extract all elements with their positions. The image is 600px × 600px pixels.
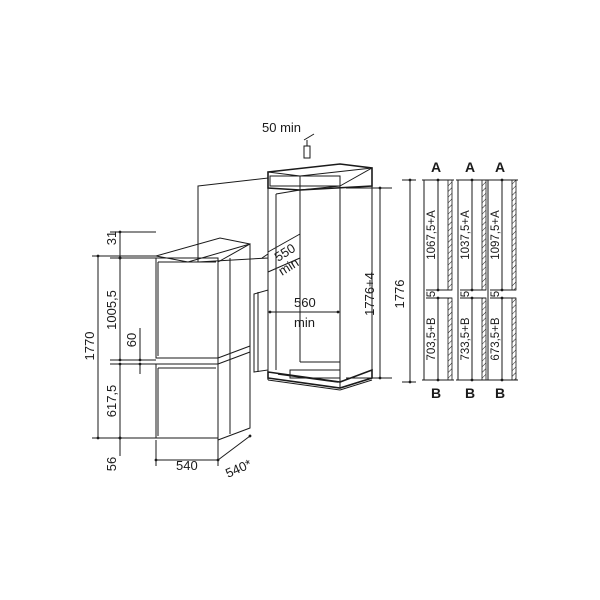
- variant-1-label-a: A: [465, 159, 475, 175]
- dim-upper-door: 1005,5: [104, 290, 119, 330]
- variant-1-label-b: B: [465, 385, 475, 401]
- variant-2-label-b: B: [495, 385, 505, 401]
- dim-total-height: 1770: [82, 332, 97, 361]
- variant-0-upper-panel: [447, 179, 453, 291]
- niche-width-value: 560: [294, 295, 316, 310]
- variant-2-upper-panel: [511, 179, 517, 291]
- variant-1-upper-panel: [481, 179, 487, 291]
- variant-0-lower-panel: [447, 297, 453, 381]
- variant-0-upper-dim: 1067,5+A: [426, 210, 438, 260]
- niche-width-unit: min: [294, 315, 315, 330]
- variant-1-gap-dim: 5: [460, 291, 472, 297]
- top-clearance-label: 50 min: [262, 120, 301, 135]
- dim-top: 31: [104, 231, 119, 245]
- variant-0-lower-dim: 703,5+B: [426, 317, 438, 360]
- variant-0-gap-dim: 5: [426, 291, 438, 297]
- niche-cabinet: [197, 163, 373, 391]
- top-clearance: 50 min: [262, 120, 315, 159]
- variant-0-label-a: A: [431, 159, 441, 175]
- appliance-body: [155, 237, 251, 441]
- dim-bottom: 56: [104, 457, 119, 471]
- variant-2-label-a: A: [495, 159, 505, 175]
- dim-gap: 60: [124, 333, 139, 347]
- variant-2-lower-dim: 673,5+B: [490, 317, 502, 360]
- dim-depth: 540*: [223, 456, 254, 481]
- appliance-width-dims: 540 540*: [154, 434, 254, 481]
- door-variants: A B 1067,5+A 5 703,5+B A B 1037,5+A 5 733,5+B A B 10…: [422, 159, 518, 401]
- niche-width-dim: 560 min: [268, 295, 340, 330]
- variant-1-upper-dim: 1037,5+A: [460, 210, 472, 260]
- niche-height-tolerance: 1776+4: [362, 272, 377, 316]
- variant-1-lower-dim: 733,5+B: [460, 317, 472, 360]
- variant-2-lower-panel: [511, 297, 517, 381]
- variant-0-label-b: B: [431, 385, 441, 401]
- dim-width: 540: [176, 458, 198, 473]
- variant-1-lower-panel: [481, 297, 487, 381]
- niche-height-dim-2: 1776: [392, 178, 416, 384]
- dim-lower-door: 617,5: [104, 385, 119, 418]
- niche-height-dim: 1776+4: [346, 186, 392, 380]
- appliance-height-dims: 1770 31 1005,5 60 617,5 56: [82, 230, 156, 471]
- variant-2-gap-dim: 5: [490, 291, 502, 297]
- niche-height-value: 1776: [392, 280, 407, 309]
- variant-2-upper-dim: 1097,5+A: [490, 210, 502, 260]
